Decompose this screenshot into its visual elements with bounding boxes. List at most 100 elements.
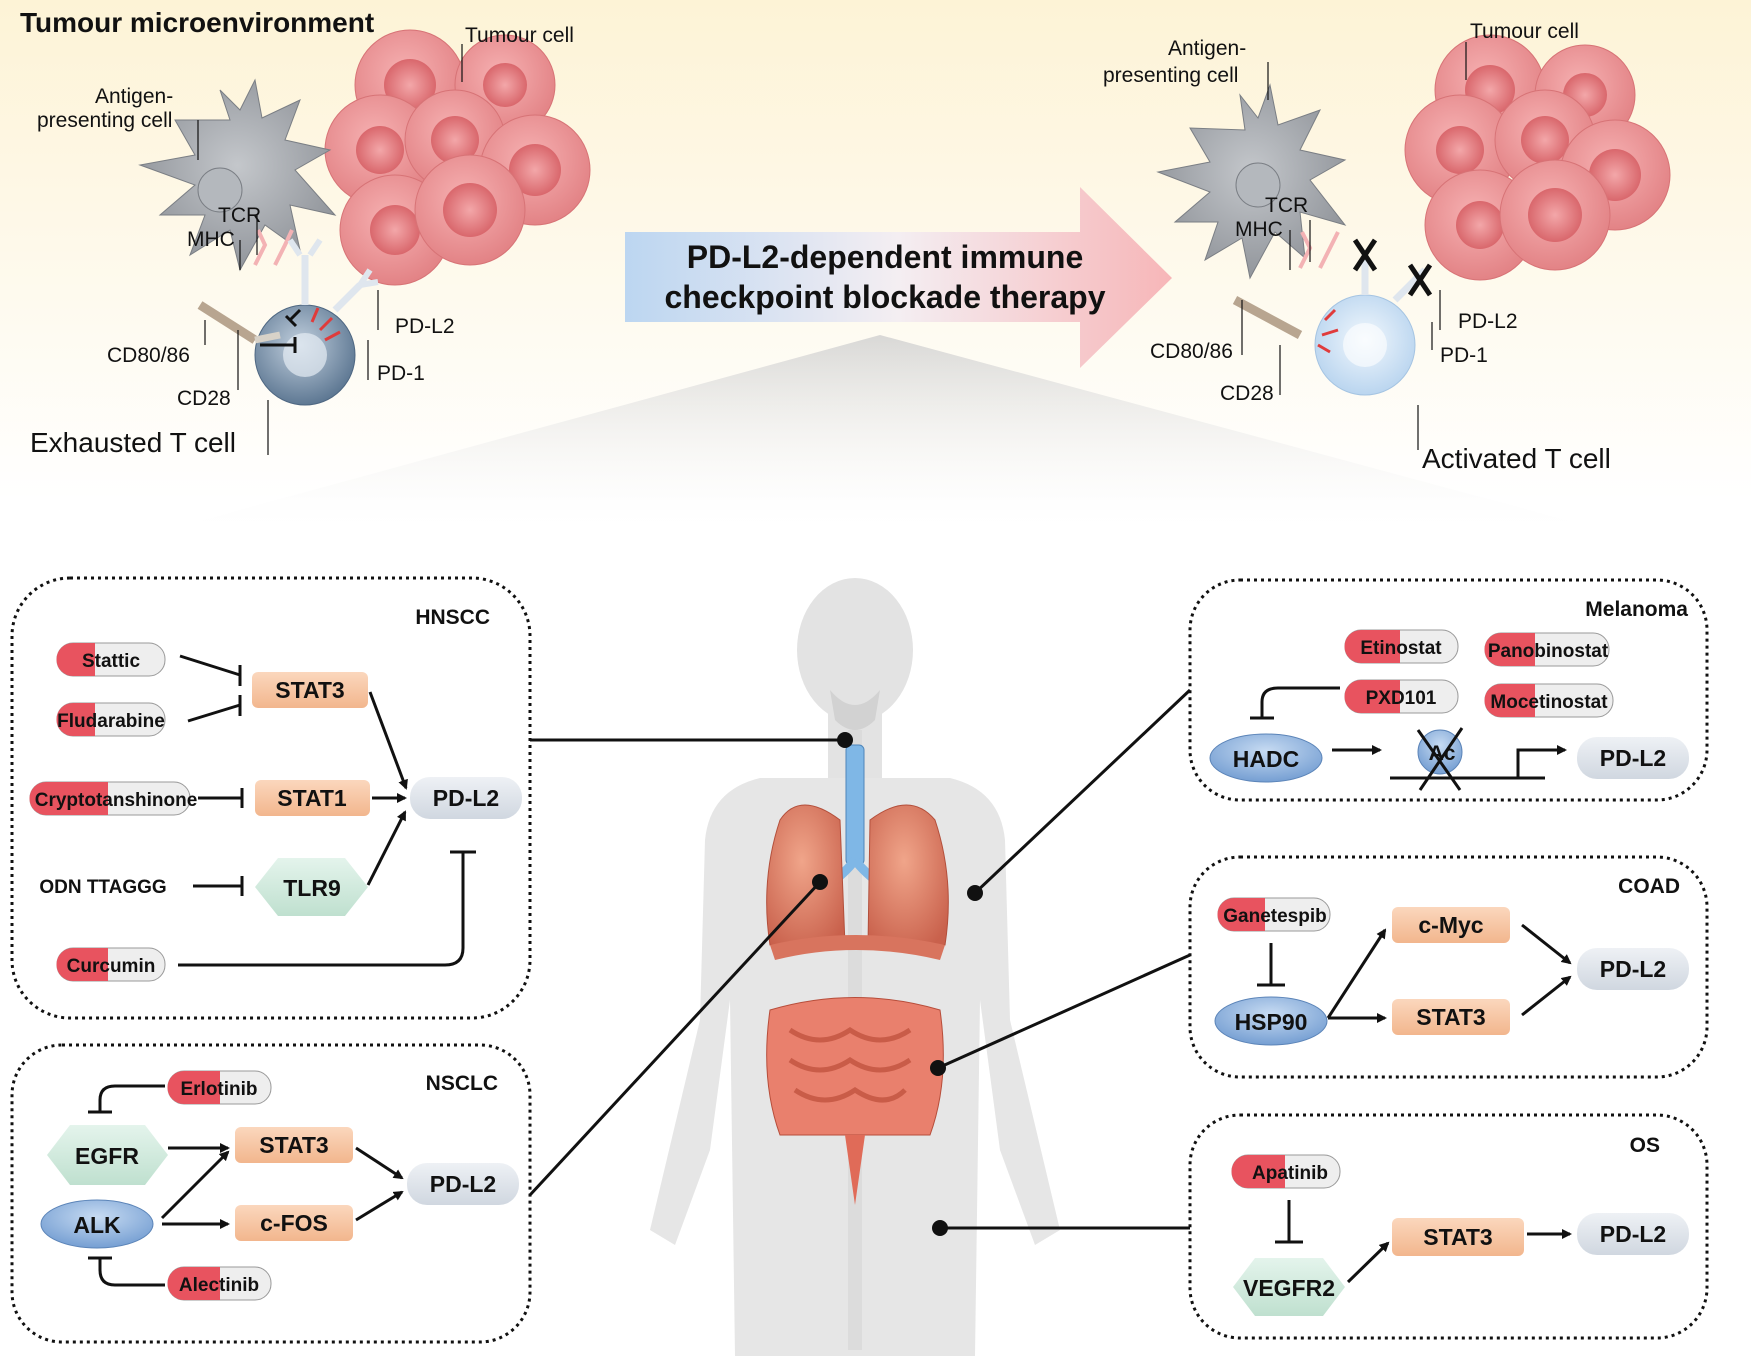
melanoma-drug-mocetinostat: Mocetinostat	[1484, 683, 1614, 718]
tumour-cluster-right	[1404, 34, 1671, 281]
nsclc-egfr-hex	[47, 1125, 168, 1185]
melanoma-hadc-label: HADC	[1233, 746, 1299, 772]
mhc-label-right: MHC	[1235, 218, 1283, 241]
therapy-arrow: PD-L2-dependent immune checkpoint blocka…	[625, 187, 1172, 368]
svg-text:PXD101: PXD101	[1366, 688, 1437, 709]
therapy-arrow-label-1: PD-L2-dependent immune	[687, 239, 1083, 275]
nsclc-stat3-label: STAT3	[259, 1132, 328, 1158]
svg-text:Mocetinostat: Mocetinostat	[1490, 692, 1608, 713]
nsclc-edges	[88, 1084, 404, 1287]
melanoma-drug-etinostat: Etinostat	[1344, 629, 1459, 664]
cd28-label-right: CD28	[1220, 382, 1274, 405]
hnscc-edges	[178, 654, 476, 967]
os-vegfr2-hex	[1233, 1258, 1345, 1316]
pd1-label-right: PD-1	[1440, 344, 1488, 367]
inhibition-marks-left	[260, 308, 302, 353]
svg-text:ODN TTAGGG: ODN TTAGGG	[39, 877, 166, 898]
pd1-label-left: PD-1	[377, 362, 425, 385]
os-panel: OS Apatinib VEGFR2 STAT3 PD-L2	[1188, 1113, 1709, 1340]
coad-hsp90-oval	[1214, 996, 1328, 1046]
nsclc-cfos-label: c-FOS	[260, 1210, 328, 1236]
coad-cmyc-box	[1392, 907, 1510, 943]
coad-pdl2-label: PD-L2	[1600, 956, 1666, 982]
coad-hsp90-label: HSP90	[1235, 1009, 1308, 1035]
receptors-left	[197, 229, 379, 344]
cd8086-label-right: CD80/86	[1150, 340, 1233, 363]
nsclc-cfos-box	[235, 1205, 353, 1241]
melanoma-title: Melanoma	[1585, 598, 1688, 621]
hnscc-stat1-box	[255, 780, 370, 816]
hnscc-title: HNSCC	[415, 606, 490, 629]
intestines-icon	[766, 997, 944, 1205]
svg-text:Erlotinib: Erlotinib	[180, 1079, 257, 1100]
hnscc-pdl2-box	[410, 777, 522, 819]
apc-cell-right	[1156, 83, 1347, 280]
tumour-cell-label-left: Tumour cell	[465, 24, 574, 47]
lungs-icon	[766, 804, 949, 960]
cd28-label-left: CD28	[177, 387, 231, 410]
nsclc-pdl2-box	[407, 1163, 519, 1205]
apc-label-right-2: presenting cell	[1103, 64, 1238, 87]
exhausted-tcell-label: Exhausted T cell	[30, 427, 236, 458]
body-connector-dots	[812, 732, 983, 1236]
melanoma-drug-pxd101: PXD101	[1344, 679, 1459, 714]
mhc-label-left: MHC	[187, 228, 235, 251]
melanoma-panel: Melanoma Etinostat Panobinostat PXD101 M…	[1188, 578, 1709, 802]
coad-cmyc-label: c-Myc	[1418, 912, 1483, 938]
tcr-label-right: TCR	[1265, 194, 1308, 217]
therapy-arrow-label-2: checkpoint blockade therapy	[664, 279, 1105, 315]
hnscc-drug-fludarabine: Fludarabine	[56, 702, 166, 737]
activated-tcell-label: Activated T cell	[1422, 443, 1611, 474]
coad-stat3-box	[1392, 999, 1510, 1035]
hnscc-tlr9-label: TLR9	[283, 875, 341, 901]
hnscc-stat1-label: STAT1	[277, 785, 347, 811]
callout-lines-right	[1241, 42, 1467, 450]
nsclc-stat3-box	[235, 1127, 353, 1163]
apc-label-left-1: Antigen-	[95, 85, 173, 108]
zoom-funnel	[130, 335, 1640, 540]
melanoma-pdl2-label: PD-L2	[1600, 745, 1666, 771]
hnscc-pdl2-label: PD-L2	[433, 785, 499, 811]
melanoma-drug-panobinostat: Panobinostat	[1484, 632, 1610, 667]
apc-label-right-1: Antigen-	[1168, 37, 1246, 60]
apc-label-left-2: presenting cell	[37, 109, 172, 132]
hnscc-stat3-box	[252, 672, 368, 708]
human-body-silhouette	[650, 578, 1060, 1356]
pdl2-label-left: PD-L2	[395, 315, 455, 338]
melanoma-hadc-oval	[1209, 733, 1323, 783]
os-edges	[1275, 1200, 1572, 1284]
svg-text:Ganetespib: Ganetespib	[1223, 906, 1326, 927]
nsclc-alk-label: ALK	[73, 1212, 121, 1238]
os-vegfr2-label: VEGFR2	[1243, 1275, 1335, 1301]
coad-title: COAD	[1618, 875, 1680, 898]
nsclc-egfr-label: EGFR	[75, 1143, 139, 1169]
svg-text:Fludarabine: Fludarabine	[57, 711, 165, 732]
hnscc-tlr9-hex	[255, 858, 368, 916]
tcr-label-left: TCR	[218, 204, 261, 227]
hnscc-panel: HNSCC Stattic Fludarabine Cryptotanshino…	[10, 576, 532, 1020]
melanoma-pdl2-box	[1577, 737, 1689, 779]
blockade-x-marks	[1352, 238, 1433, 297]
svg-text:Cryptotanshinone: Cryptotanshinone	[35, 790, 198, 811]
cd8086-label-left: CD80/86	[107, 344, 190, 367]
os-pdl2-label: PD-L2	[1600, 1221, 1666, 1247]
tumour-cluster-left	[324, 29, 591, 286]
top-title: Tumour microenvironment	[20, 7, 374, 38]
svg-text:Alectinib: Alectinib	[179, 1275, 259, 1296]
body-connectors	[528, 688, 1192, 1230]
tcell-activated	[1314, 294, 1416, 396]
melanoma-ac-circle	[1417, 729, 1463, 775]
coad-panel: COAD Ganetespib HSP90 c-Myc STAT3 PD-L2	[1188, 855, 1709, 1079]
hnscc-drug-cryptotanshinone: Cryptotanshinone	[29, 781, 198, 816]
os-title: OS	[1630, 1134, 1660, 1157]
nsclc-alk-oval	[40, 1199, 154, 1249]
coad-edges	[1257, 923, 1572, 1023]
svg-text:Apatinib: Apatinib	[1252, 1163, 1328, 1184]
melanoma-edges	[1250, 686, 1567, 791]
svg-text:Etinostat: Etinostat	[1360, 638, 1442, 659]
tcell-exhausted	[254, 304, 356, 406]
svg-text:Curcumin: Curcumin	[67, 956, 156, 977]
pdl2-label-right: PD-L2	[1458, 310, 1518, 333]
hnscc-stat3-label: STAT3	[275, 677, 344, 703]
os-drug-apatinib: Apatinib	[1231, 1154, 1341, 1189]
